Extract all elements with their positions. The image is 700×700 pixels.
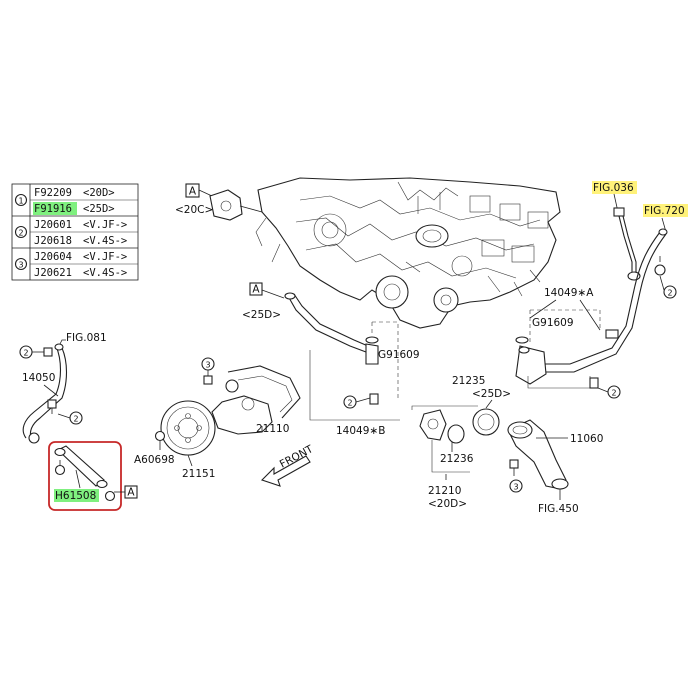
callout-3: 3: [513, 483, 518, 492]
pipe-14049b: A <25D> G91609 2 14049∗B: [242, 282, 420, 437]
part-21110-label: 21110: [256, 423, 289, 435]
highlighted-hose-h61508: H61508 A: [48, 441, 138, 511]
ref-a-top: A <20C>: [175, 183, 263, 221]
table-code: J20618: [34, 235, 72, 247]
part-21235-label: 21235: [452, 375, 485, 387]
table-code: J20604: [34, 251, 72, 263]
water-pump-assembly: 3 A60698 21151 21110: [134, 357, 301, 480]
table-spec: <V.4S->: [83, 267, 127, 279]
part-11060-label: 11060: [570, 433, 603, 445]
callout-2: 2: [73, 415, 78, 424]
part-21151-label: 21151: [182, 468, 215, 480]
table-spec: <20D>: [83, 187, 115, 199]
table-code: F91916: [34, 203, 72, 215]
red-highlight-box: [48, 441, 122, 511]
part-14050-label: 14050: [22, 372, 55, 384]
table-spec: <V.JF->: [83, 251, 127, 263]
callout-3: 3: [205, 361, 210, 370]
callout-2: 2: [667, 289, 672, 298]
upper-right-pipes: FIG.036 FIG.720 2 14049∗A G91609 2: [515, 181, 688, 399]
code-20d-label: <20D>: [428, 498, 467, 510]
engine-block-drawing: [255, 177, 561, 329]
callout-2: 2: [347, 399, 352, 408]
hose-14050: FIG.081 14050 2 2: [19, 332, 107, 444]
fig036-label: FIG.036: [593, 182, 634, 194]
ref-a-label: A: [252, 284, 260, 296]
part-21236-label: 21236: [440, 453, 474, 465]
table-group-2: 2: [18, 229, 23, 238]
code-25d-label: <25D>: [242, 309, 281, 321]
ref-a-label: A: [127, 487, 135, 499]
table-group-3: 3: [18, 261, 23, 270]
thermostat-assembly: 21235 <25D> 21236 21210 <20D>: [411, 375, 511, 510]
part-number-table: 1 2 3 F92209 <20D> F91916 <25D> J20601 <…: [11, 183, 139, 281]
part-a60698-label: A60698: [134, 454, 175, 466]
table-spec: <V.JF->: [83, 219, 127, 231]
fig720-label: FIG.720: [644, 205, 685, 217]
yellow-highlight: [592, 181, 637, 194]
part-14049b-label: 14049∗B: [336, 425, 385, 437]
callout-2: 2: [611, 389, 616, 398]
ref-a-label: A: [189, 186, 197, 198]
part-14049a-label: 14049∗A: [544, 287, 594, 299]
yellow-highlight: [643, 204, 688, 217]
table-spec: <V.4S->: [83, 235, 127, 247]
green-highlight: [33, 202, 77, 215]
table-code: F92209: [34, 187, 72, 199]
green-highlight: [54, 489, 99, 502]
coolant-outlet-11060: 11060 3 FIG.450: [507, 419, 603, 515]
table-group-1: 1: [18, 197, 23, 206]
g91609-mid-label: G91609: [378, 349, 420, 361]
code-20c-label: <20C>: [175, 204, 213, 216]
table-code: J20601: [34, 219, 72, 231]
callout-2: 2: [23, 349, 28, 358]
part-21210-label: 21210: [428, 485, 461, 497]
part-h61508-label: H61508: [55, 490, 96, 502]
table-spec: <25D>: [83, 203, 115, 215]
table-code: J20621: [34, 267, 72, 279]
fig450-label: FIG.450: [538, 503, 579, 515]
fig081-label: FIG.081: [66, 332, 107, 344]
g91609-right-label: G91609: [532, 317, 574, 329]
code-25d-label: <25D>: [472, 388, 511, 400]
front-direction-arrow: FRONT: [260, 443, 316, 487]
